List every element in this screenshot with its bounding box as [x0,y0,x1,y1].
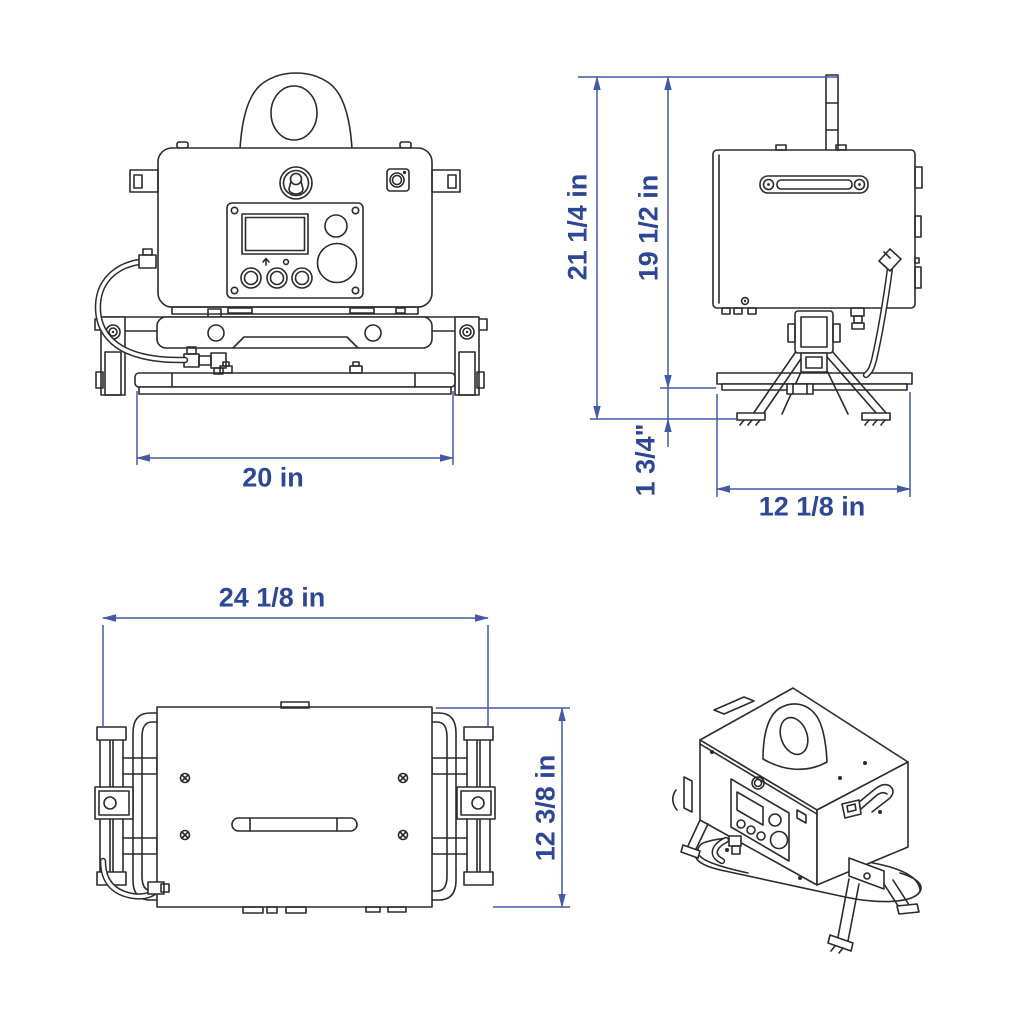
top-view-drawing [94,701,496,914]
swivel-mount [786,310,841,395]
dim-front-base-width-label: 20 in [242,462,304,493]
carry-handle-iso [841,783,894,819]
vacuum-hose-front [94,248,189,364]
base-frame-iso [694,841,922,903]
clamp-rail-left [94,726,134,886]
hose-fitting-iso [711,835,742,865]
dim-side-base-width-label: 12 1/8 in [758,491,866,522]
side-view-drawing [712,74,923,426]
suction-plate-side [716,372,913,391]
side-view-dimensions [578,76,911,497]
stand-legs-iso [680,819,920,954]
vacuum-hose-top [99,857,170,900]
control-panel [226,202,364,299]
dim-top-overall-width-label: 24 1/8 in [218,582,326,613]
dim-top-overall-depth-label: 12 3/8 in [530,754,561,862]
top-view-dimensions [102,614,570,908]
cross-beam [94,316,488,349]
stand-legs-side [736,349,891,426]
dim-side-total-height-label: 21 1/4 in [562,173,593,281]
lifting-point-port [279,166,313,200]
front-view-drawing [94,72,488,396]
isometric-view-drawing [671,687,922,954]
side-posts [95,316,485,396]
carry-handle-top [231,817,358,832]
control-panel-iso [730,776,807,862]
top-screws [179,772,409,841]
dim-side-pad-to-ground-label: 1 3/4" [630,423,661,497]
vacuum-hose-side [862,248,902,379]
power-connector [386,168,410,192]
carry-handle-side [759,175,869,194]
display [241,213,309,255]
front-view-dimensions [136,391,454,465]
dim-side-top-to-pad-label: 19 1/2 in [633,174,664,282]
housing-front [157,147,433,308]
suction-plate-front [134,361,456,395]
gauge-large [316,242,358,284]
lifting-eye [239,72,353,150]
housing-top [156,706,433,908]
gauge-small [324,214,348,238]
clamp-rail-right [456,726,496,886]
mast [825,74,839,153]
lifting-eye-iso [762,703,828,771]
